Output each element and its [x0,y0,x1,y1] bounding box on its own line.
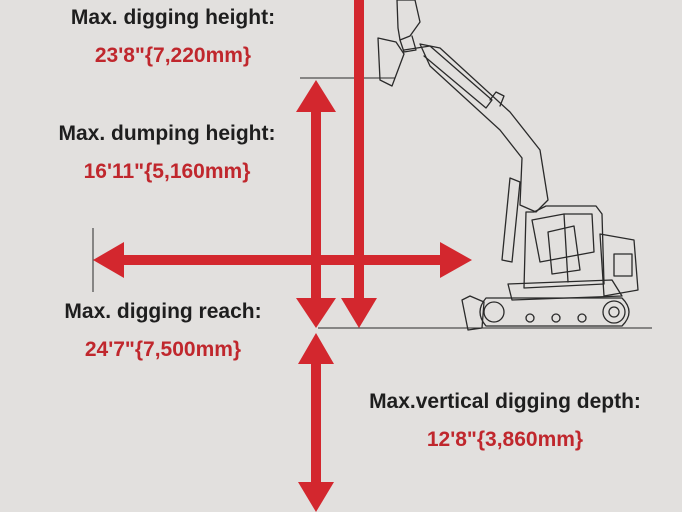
upper-structure [507,279,623,301]
max-dumping-height-label: Max. dumping height: [58,122,276,145]
reference-lines [92,77,652,329]
drive-sprocket [602,300,626,324]
track [479,297,630,327]
bucket [396,0,421,41]
track-roller [525,313,535,323]
max-digging-height-value: 23'8"{7,220mm} [94,44,252,67]
cab-window-frame [547,225,581,275]
boom-cylinder [501,177,521,263]
max-dumping-height-spec: Max. dumping height: 16'11"{5,160mm} [26,120,308,186]
arm [377,37,405,87]
cab [523,205,605,289]
vertical-digging-depth-arrow [298,333,334,512]
excavator-illustration [377,0,639,331]
cab-door-line [563,213,569,283]
digging-reach-arrow [93,242,472,278]
max-vertical-digging-depth-label: Max.vertical digging depth: [369,390,641,413]
digging-height-arrow [341,0,377,328]
cab-window [531,213,595,263]
track-roller [551,313,561,323]
max-digging-height-spec: Max. digging height: 23'8"{7,220mm} [28,4,318,70]
track-roller [577,313,587,323]
max-dumping-height-value: 16'11"{5,160mm} [83,160,251,183]
tail-light [613,253,633,277]
boom [419,43,549,213]
dozer-blade [461,295,485,331]
max-vertical-digging-depth-spec: Max.vertical digging depth: 12'8"{3,860m… [330,388,680,454]
dumping-height-arrow [296,80,336,328]
bucket-link [399,35,417,53]
max-digging-height-label: Max. digging height: [70,6,276,29]
idler-wheel [483,301,505,323]
boom-detail [489,91,505,107]
counterweight [599,233,639,297]
drive-sprocket-hub [608,306,620,318]
dimension-arrows [93,0,472,512]
max-digging-reach-label: Max. digging reach: [64,300,262,323]
max-digging-reach-spec: Max. digging reach: 24'7"{7,500mm} [22,298,304,364]
max-vertical-digging-depth-value: 12'8"{3,860mm} [426,428,584,451]
max-digging-reach-value: 24'7"{7,500mm} [84,338,242,361]
